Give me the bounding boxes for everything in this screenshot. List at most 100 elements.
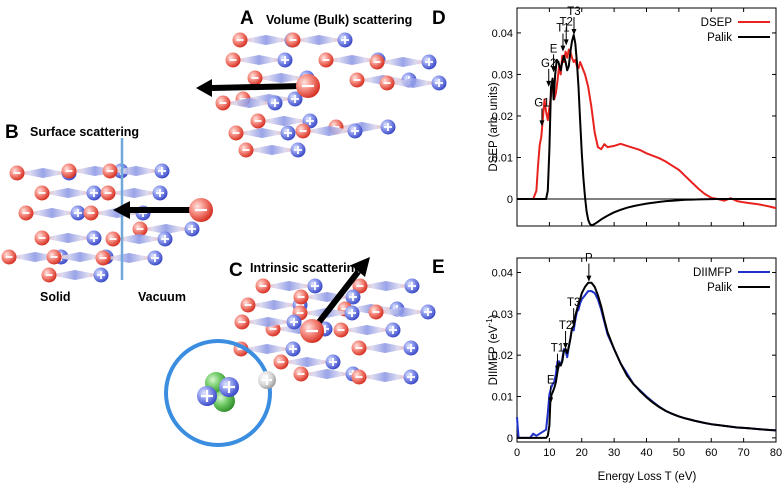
chart-e-ylabel-main: DIIMFP (eV bbox=[488, 325, 500, 385]
dipole-pair bbox=[18, 205, 86, 221]
panel-a-letter: A bbox=[240, 8, 254, 29]
dipole-pair bbox=[333, 322, 401, 338]
arrow-down-icon bbox=[551, 66, 557, 73]
dipole-pair bbox=[228, 125, 296, 141]
annotation-e: E bbox=[547, 375, 555, 404]
dipole-pair bbox=[352, 278, 420, 294]
panel-c-title: Intrinsic scattering bbox=[250, 261, 362, 275]
panel-a-electron bbox=[296, 74, 320, 98]
panel-c-electron bbox=[300, 319, 324, 343]
panel-a-arrowhead-icon bbox=[196, 79, 212, 97]
legend-label: Palik bbox=[707, 282, 732, 294]
y-tick-label: 0.03 bbox=[492, 309, 513, 321]
x-tick-label: 30 bbox=[608, 447, 620, 459]
ejected-electron-hole bbox=[258, 371, 276, 389]
dipole-pair bbox=[293, 289, 361, 305]
x-tick-label: 60 bbox=[705, 447, 717, 459]
panel-b-letter: B bbox=[5, 122, 19, 143]
annotation-e: E bbox=[550, 43, 558, 73]
chart-d-ylabel: DSEP (arb. units) bbox=[488, 82, 500, 171]
legend-label: DIIMFP bbox=[693, 267, 732, 279]
chart-d-ticks: 00.010.020.030.04 bbox=[492, 8, 777, 226]
dipole-pair bbox=[238, 142, 306, 158]
annotation-label: P bbox=[585, 253, 593, 265]
chart-e-ylabel-sup: -1 bbox=[485, 318, 494, 326]
dipole-pair bbox=[95, 250, 163, 266]
chart-d: D DSEP (arb. units) 00.010.020.030.04 G1… bbox=[432, 6, 777, 227]
x-tick-label: 50 bbox=[673, 447, 685, 459]
arrow-down-icon bbox=[563, 39, 569, 46]
arrow-down-icon bbox=[546, 80, 552, 87]
chart-e-series bbox=[516, 281, 777, 439]
panel-d-letter: D bbox=[432, 8, 446, 29]
x-tick-label: 80 bbox=[770, 447, 782, 459]
chart-d-series bbox=[517, 34, 777, 227]
dipole-pair bbox=[34, 185, 102, 201]
scattering-illustration: A Volume (Bulk) scattering B Surface sca… bbox=[1, 8, 447, 447]
x-tick-label: 40 bbox=[640, 447, 652, 459]
chart-e-annotations: E T1 T2 T3 P bbox=[547, 253, 593, 404]
annotation-label: E bbox=[550, 43, 558, 55]
series-line-diimfp bbox=[516, 290, 777, 439]
x-tick-label: 0 bbox=[514, 447, 520, 459]
annotation-label: T2 bbox=[559, 320, 572, 332]
dipole-pair bbox=[102, 163, 170, 179]
dipole-pair bbox=[41, 267, 109, 283]
arrow-down-icon bbox=[571, 28, 577, 35]
chart-e-ylabel-close: ) bbox=[488, 314, 500, 318]
vacuum-label: Vacuum bbox=[138, 290, 186, 304]
panel-a-electron-path-arrow bbox=[211, 83, 303, 91]
arrow-down-icon bbox=[539, 120, 545, 127]
dipole-pair bbox=[293, 366, 361, 382]
y-tick-label: 0.01 bbox=[492, 152, 513, 164]
panel-c-electron-path-arrow bbox=[313, 270, 361, 328]
panel-c-arrowhead-icon bbox=[351, 257, 370, 277]
annotation-label: T2 bbox=[559, 16, 572, 28]
annotation-label: T1 bbox=[551, 343, 564, 355]
panel-a-title: Volume (Bulk) scattering bbox=[266, 13, 412, 27]
dipole-pair bbox=[255, 278, 323, 294]
x-tick-label: 20 bbox=[576, 447, 588, 459]
panel-b-arrowhead-icon bbox=[113, 201, 130, 219]
dipole-field bbox=[1, 32, 447, 385]
annotation-t2: T2 bbox=[559, 320, 572, 349]
y-tick-label: 0 bbox=[507, 433, 513, 445]
dipole-pair bbox=[132, 221, 200, 237]
series-line-dsep bbox=[517, 48, 777, 210]
annotation-label: T3 bbox=[567, 6, 580, 18]
annotation-g1: G1 bbox=[534, 97, 550, 127]
annotation-label: T3 bbox=[567, 297, 580, 309]
arrow-down-icon bbox=[563, 342, 569, 349]
panel-b-title: Surface scattering bbox=[30, 125, 139, 139]
atom-nucleus bbox=[197, 372, 239, 412]
dipole-pair bbox=[234, 314, 302, 330]
annotation-t1: T1 bbox=[551, 343, 564, 372]
annotation-p: P bbox=[585, 253, 593, 282]
dipole-pair bbox=[250, 113, 318, 129]
y-tick-label: 0.04 bbox=[492, 28, 513, 40]
dipole-pair bbox=[34, 230, 102, 246]
dipole-pair bbox=[233, 341, 301, 357]
arrow-down-icon bbox=[586, 275, 592, 282]
panel-e-letter: E bbox=[432, 257, 445, 278]
y-tick-label: 0.01 bbox=[492, 392, 513, 404]
dipole-pair bbox=[215, 95, 283, 111]
series-line-palik bbox=[517, 281, 777, 439]
atom-orbit-ring bbox=[164, 339, 272, 447]
arrow-down-icon bbox=[548, 397, 554, 404]
panel-c-letter: C bbox=[229, 260, 243, 281]
dipole-pair bbox=[351, 340, 419, 356]
annotation-t2: T2 bbox=[559, 16, 573, 46]
x-tick-label: 10 bbox=[543, 447, 555, 459]
arrow-down-icon bbox=[560, 45, 566, 52]
plot-frame bbox=[516, 7, 777, 227]
y-tick-label: 0.02 bbox=[492, 350, 513, 362]
arrow-down-icon bbox=[571, 320, 577, 327]
chart-e-legend: DIIMFP Palik bbox=[693, 267, 770, 294]
dipole-pair bbox=[369, 54, 437, 70]
dipole-pair bbox=[295, 123, 363, 139]
y-tick-label: 0 bbox=[507, 194, 513, 206]
